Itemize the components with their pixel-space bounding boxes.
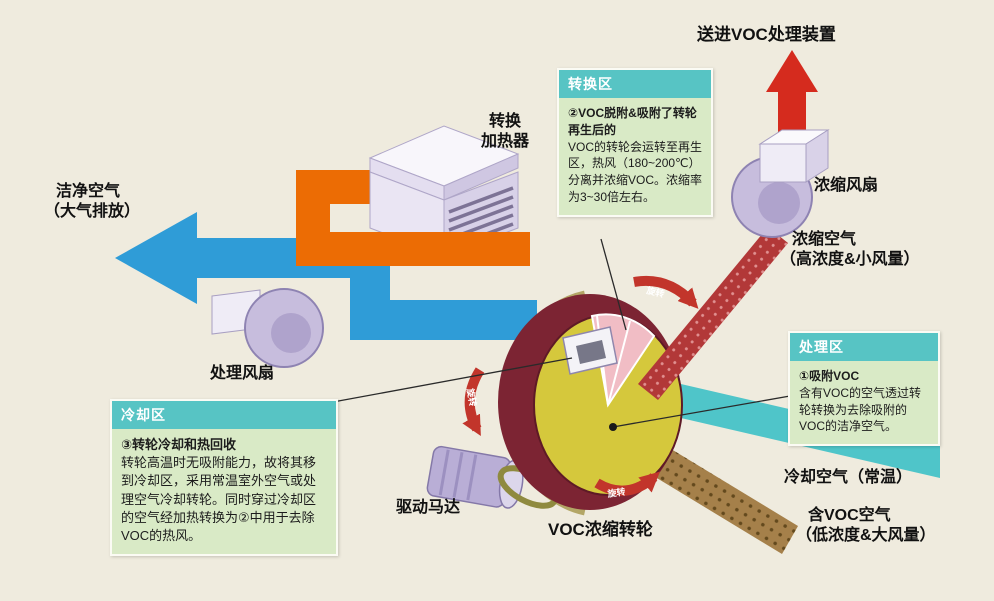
callout-cooling-text: 转轮高温时无吸附能力，故将其移到冷却区，采用常温室外空气或处理空气冷却转轮。同时… — [121, 455, 317, 543]
callout-cooling-body: ③转轮冷却和热回收 转轮高温时无吸附能力，故将其移到冷却区，采用常温室外空气或处… — [112, 429, 336, 555]
label-treatment-fan: 处理风扇 — [210, 364, 274, 384]
rotation-arrow-bottom: 旋转 — [594, 471, 660, 500]
voc-outlet-arrow — [766, 50, 818, 134]
label-clean-air: 洁净空气 （大气排放） — [44, 182, 140, 223]
label-voc-air-line1: 含VOC空气 — [808, 507, 891, 524]
label-heater-line1: 转换 — [488, 113, 521, 130]
label-send-voc-text: 送进VOC处理装置 — [697, 25, 836, 44]
label-voc-air: 含VOC空气 （低浓度&大风量） — [796, 506, 936, 547]
label-drive-motor: 驱动马达 — [396, 498, 460, 518]
callout-treatment-title: 处理区 — [790, 333, 938, 361]
rotation-arrow-top: 旋转 — [633, 275, 699, 309]
callout-conversion-text: VOC的转轮会运转至再生区，热风（180~200℃）分离并浓缩VOC。浓缩率为3… — [568, 139, 703, 204]
label-rotor-text: VOC浓缩转轮 — [548, 520, 653, 539]
callout-cooling-heading: ③转轮冷却和热回收 — [121, 437, 237, 452]
concentration-fan — [731, 129, 830, 238]
label-rotor: VOC浓缩转轮 — [548, 519, 653, 541]
label-concentrated-air: 浓缩空气 （高浓度&小风量） — [780, 230, 920, 271]
callout-treatment-body: ①吸附VOC 含有VOC的空气透过转轮转换为去除吸附的VOC的洁净空气。 — [790, 361, 938, 445]
drive-motor — [426, 445, 524, 509]
rotation-label-bottom: 旋转 — [606, 486, 626, 500]
label-treatment-fan-text: 处理风扇 — [210, 365, 275, 382]
callout-treatment-heading: ①吸附VOC — [799, 369, 860, 383]
label-concentration-fan-text: 浓缩风扇 — [814, 177, 879, 194]
label-cooling-air: 冷却空气（常温） — [784, 468, 912, 488]
label-drive-motor-text: 驱动马达 — [396, 499, 461, 516]
concentrated-voc-duct — [638, 227, 788, 400]
hot-air-duct-lower — [296, 232, 530, 266]
label-clean-air-line2: （大气排放） — [44, 203, 141, 221]
rotor-wheel — [498, 294, 683, 510]
leader-lines — [332, 238, 791, 428]
rotation-label-left: 旋转 — [465, 386, 479, 407]
treatment-fan — [211, 288, 324, 368]
leader-dot — [609, 423, 617, 431]
callout-treatment-zone: 处理区 ①吸附VOC 含有VOC的空气透过转轮转换为去除吸附的VOC的洁净空气。 — [788, 331, 940, 447]
label-heater-line2: 加热器 — [480, 133, 529, 151]
callout-treatment-text: 含有VOC的空气透过转轮转换为去除吸附的VOC的洁净空气。 — [799, 385, 922, 434]
clean-air-duct-arrow — [115, 212, 537, 340]
callout-cooling-title: 冷却区 — [112, 401, 336, 429]
label-concentrated-air-line2: （高浓度&小风量） — [780, 251, 920, 269]
label-concentration-fan: 浓缩风扇 — [814, 176, 878, 196]
callout-cooling-zone: 冷却区 ③转轮冷却和热回收 转轮高温时无吸附能力，故将其移到冷却区，采用常温室外… — [110, 399, 338, 557]
label-concentrated-air-line1: 浓缩空气 — [792, 231, 857, 248]
label-send-voc: 送进VOC处理装置 — [697, 24, 836, 46]
label-clean-air-line1: 洁净空气 — [56, 183, 121, 200]
callout-conversion-heading: ②VOC脱附&吸附了转轮再生后的 — [568, 106, 697, 137]
rotation-label-top: 旋转 — [645, 284, 666, 299]
label-heater: 转换 加热器 — [474, 112, 536, 153]
callout-conversion-body: ②VOC脱附&吸附了转轮再生后的 VOC的转轮会运转至再生区，热风（180~20… — [559, 98, 711, 215]
callout-conversion-zone: 转换区 ②VOC脱附&吸附了转轮再生后的 VOC的转轮会运转至再生区，热风（18… — [557, 68, 713, 217]
label-voc-air-line2: （低浓度&大风量） — [796, 527, 936, 545]
rotation-arrow-left: 旋转 — [462, 367, 485, 437]
callout-conversion-title: 转换区 — [559, 70, 711, 98]
label-cooling-air-text: 冷却空气（常温） — [784, 469, 913, 486]
